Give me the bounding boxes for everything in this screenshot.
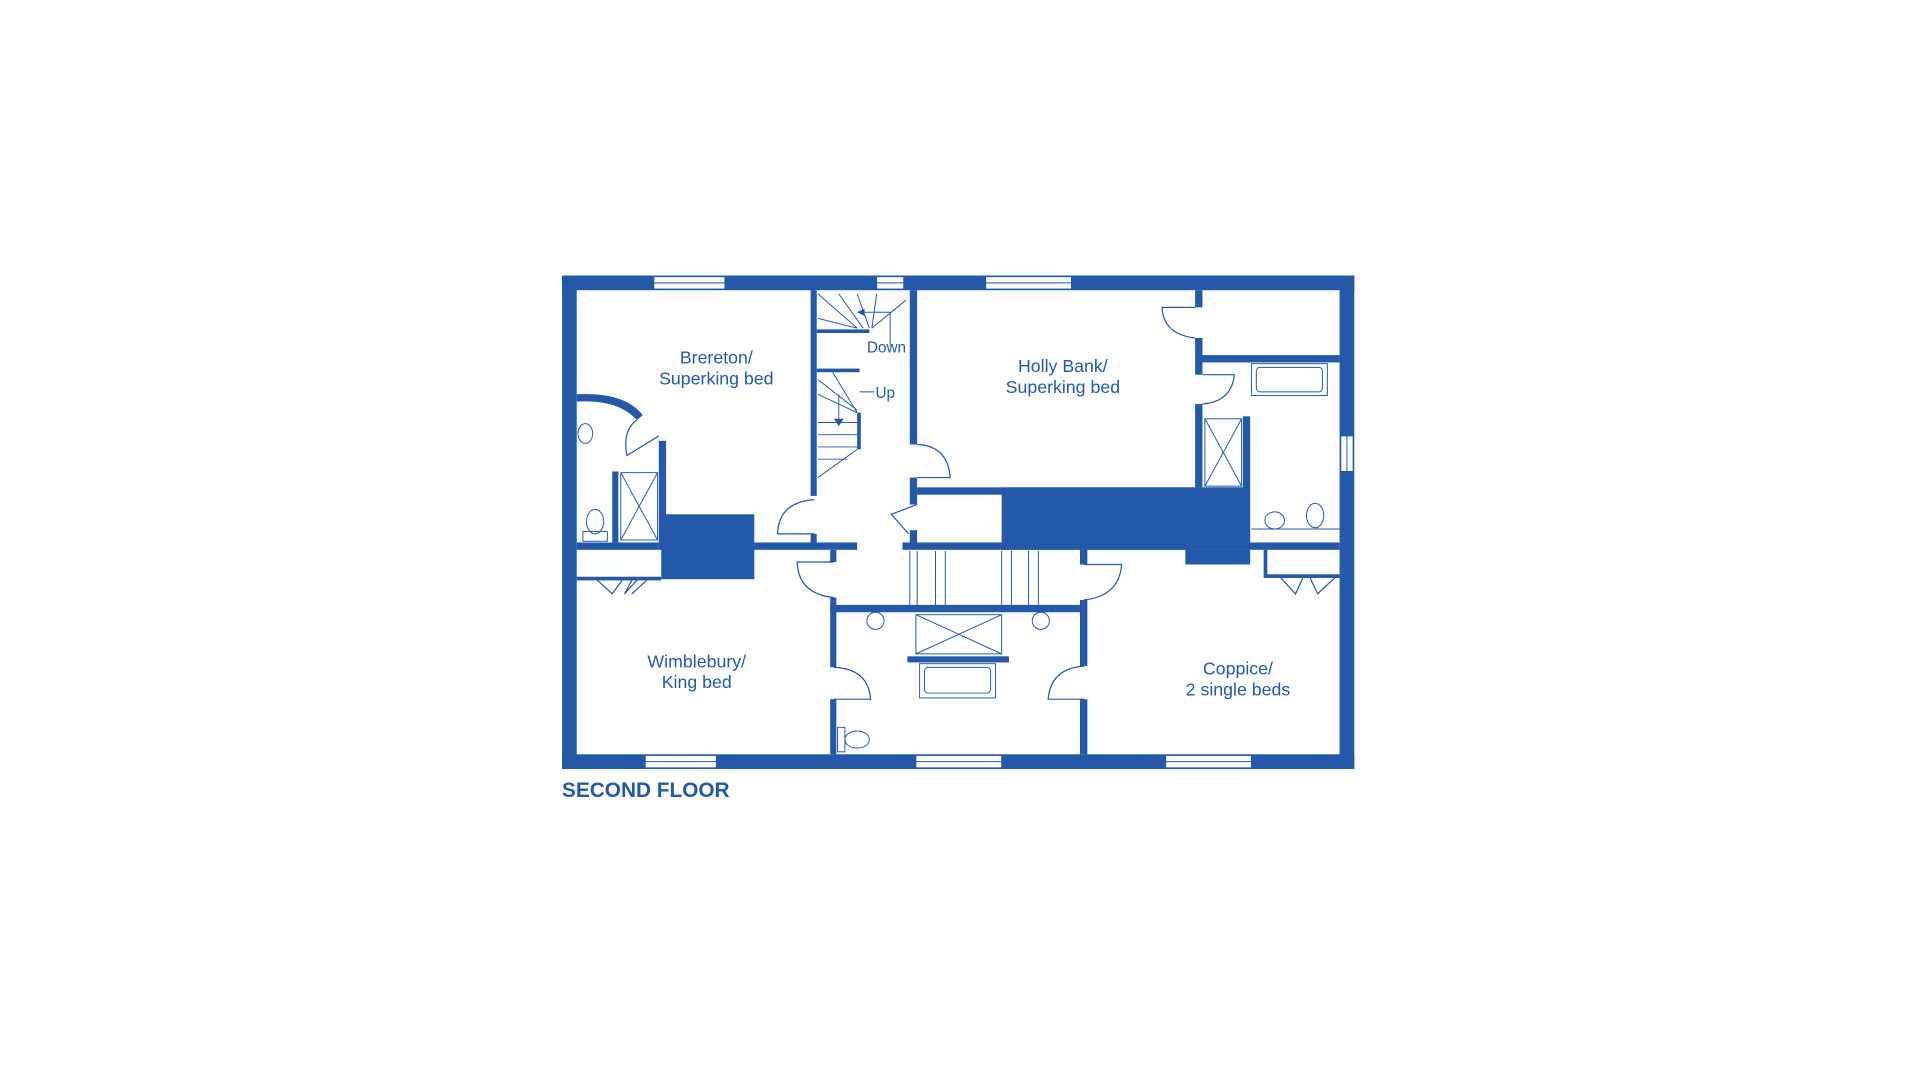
staircase bbox=[817, 293, 1039, 605]
interior-walls bbox=[576, 290, 1340, 755]
basin-icon bbox=[1031, 611, 1050, 630]
toilet-icon bbox=[1306, 502, 1325, 529]
doors bbox=[597, 306, 1336, 700]
fixtures bbox=[577, 363, 1340, 753]
toilet-icon bbox=[837, 726, 846, 753]
floor-title: SECOND FLOOR bbox=[562, 779, 730, 802]
basin-icon bbox=[1264, 511, 1285, 530]
basin-icon bbox=[577, 423, 594, 444]
stairs-down-label: Down bbox=[867, 340, 906, 357]
room-name: Brereton/ bbox=[680, 348, 753, 368]
windows bbox=[644, 276, 1354, 769]
room-bed: Superking bed bbox=[1006, 377, 1120, 397]
room-bed: King bed bbox=[662, 672, 732, 692]
room-name: Holly Bank/ bbox=[1018, 356, 1108, 376]
toilet-icon bbox=[586, 508, 605, 535]
room-brereton: Brereton/ Superking bed bbox=[659, 348, 773, 389]
room-bed: 2 single beds bbox=[1186, 680, 1291, 700]
outer-walls bbox=[562, 275, 1355, 769]
shower-icon bbox=[620, 472, 659, 541]
shower-icon bbox=[1204, 418, 1243, 487]
room-bed: Superking bed bbox=[659, 368, 773, 388]
room-name: Coppice/ bbox=[1203, 659, 1273, 679]
room-coppice: Coppice/ 2 single beds bbox=[1186, 659, 1291, 700]
room-wimblebury: Wimblebury/ King bed bbox=[647, 651, 746, 692]
room-name: Wimblebury/ bbox=[647, 651, 746, 671]
shower-icon bbox=[915, 614, 1003, 655]
stairs-up-label: Up bbox=[876, 385, 896, 402]
room-holly-bank: Holly Bank/ Superking bed bbox=[1006, 356, 1120, 397]
basin-icon bbox=[866, 611, 885, 630]
bath-icon bbox=[1250, 363, 1328, 397]
bath-icon bbox=[919, 663, 996, 699]
